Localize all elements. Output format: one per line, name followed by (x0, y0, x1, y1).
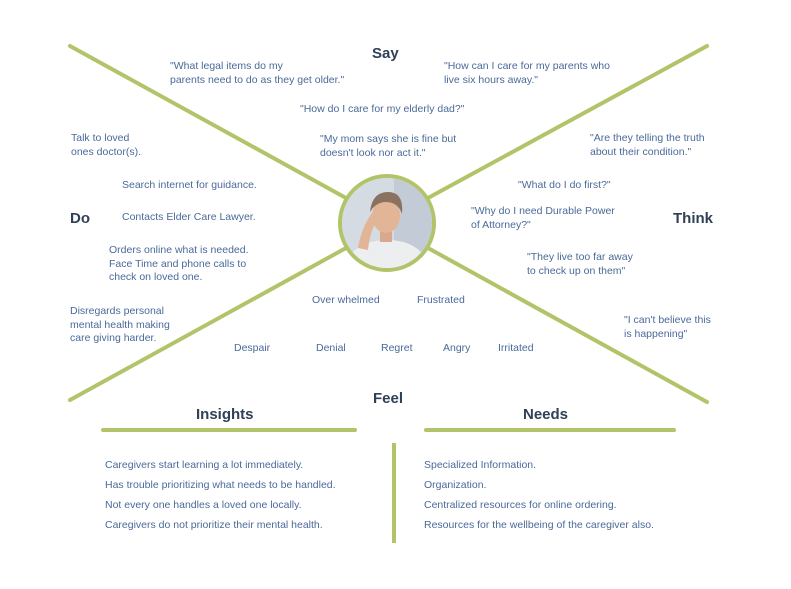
feel-item: Despair (234, 342, 271, 354)
list-item: Caregivers start learning a lot immediat… (105, 459, 304, 471)
list-item: Caregivers do not prioritize their menta… (105, 519, 323, 531)
think-item: "They live too far away to check up on t… (527, 251, 633, 277)
do-item: Contacts Elder Care Lawyer. (122, 211, 256, 223)
think-item: "Why do I need Durable Power of Attorney… (471, 205, 615, 231)
list-item: Has trouble prioritizing what needs to b… (105, 479, 336, 491)
say-item: "What legal items do my parents need to … (170, 60, 345, 86)
think-item: "I can't believe this is happening" (624, 314, 711, 340)
do-heading: Do (70, 210, 90, 227)
feel-heading: Feel (373, 390, 404, 407)
list-item: Resources for the wellbeing of the careg… (424, 519, 654, 531)
insights-heading: Insights (196, 406, 254, 423)
needs-heading: Needs (523, 406, 569, 423)
persona-avatar (338, 174, 436, 272)
feel-item: Frustrated (417, 294, 465, 306)
say-item: "My mom says she is fine but doesn't loo… (320, 133, 457, 159)
worried-person-icon (342, 178, 432, 268)
diagonal-line-top-left (68, 44, 348, 200)
feel-item: Over whelmed (312, 294, 380, 306)
think-item: "What do I do first?" (518, 179, 611, 191)
do-item: Search internet for guidance. (122, 179, 257, 191)
say-item: "How do I care for my elderly dad?" (300, 103, 465, 115)
say-item: "How can I care for my parents who live … (444, 60, 610, 86)
feel-item: Denial (316, 342, 346, 354)
list-item: Centralized resources for online orderin… (424, 499, 617, 511)
do-item: Disregards personal mental health making… (70, 305, 170, 344)
say-heading: Say (372, 45, 399, 62)
list-item: Organization. (424, 479, 487, 491)
insights-list: Caregivers start learning a lot immediat… (105, 455, 336, 535)
feel-item: Regret (381, 342, 413, 354)
think-item: "Are they telling the truth about their … (590, 132, 705, 158)
do-item: Talk to loved ones doctor(s). (71, 132, 142, 158)
diagonal-line-top-right (426, 44, 709, 200)
diagonal-line-bottom-left (68, 246, 348, 402)
list-item: Not every one handles a loved one locall… (105, 499, 302, 511)
list-item: Specialized Information. (424, 459, 537, 471)
feel-item: Irritated (498, 342, 534, 354)
needs-list: Specialized Information. Organization. C… (424, 455, 654, 535)
do-item: Orders online what is needed. Face Time … (109, 244, 249, 283)
feel-item: Angry (443, 342, 471, 354)
diagonal-line-bottom-right (426, 246, 709, 404)
think-heading: Think (673, 210, 713, 227)
